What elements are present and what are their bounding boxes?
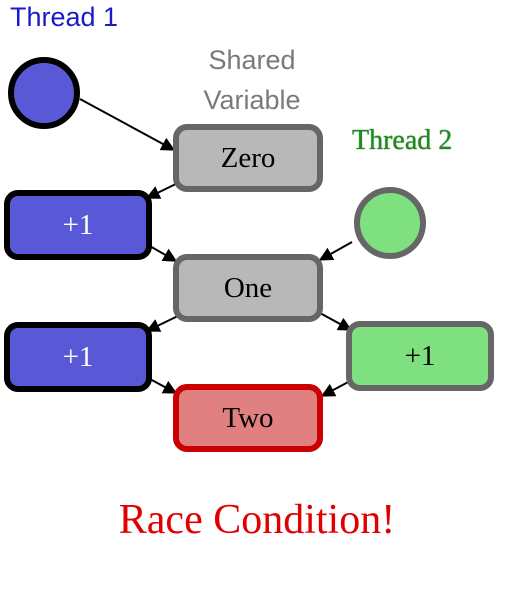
shared-label-line2: Variable: [203, 85, 301, 115]
arrow-t1-inc2-to-two: [147, 377, 178, 394]
shared-label-line1: Shared: [208, 45, 296, 75]
arrow-t1-inc1-to-one: [147, 244, 178, 262]
thread1-increment-1: +1: [4, 190, 152, 260]
thread1-increment-2: +1: [4, 322, 152, 392]
thread2-circle: [354, 187, 426, 259]
arrow-one-to-t2-inc: [319, 312, 353, 331]
node-two: Two: [173, 384, 323, 452]
node-one: One: [173, 254, 323, 322]
thread1-circle: [8, 57, 80, 129]
shared-variable-label: Shared Variable: [190, 40, 314, 120]
thread2-increment: +1: [346, 321, 494, 391]
arrow-thread2-to-one: [318, 241, 353, 261]
node-zero: Zero: [173, 124, 323, 192]
race-condition-label: Race Condition!: [118, 497, 396, 543]
thread2-label: Thread 2: [352, 125, 453, 156]
thread1-label: Thread 1: [10, 2, 119, 32]
arrow-thread1-to-zero: [79, 98, 176, 151]
